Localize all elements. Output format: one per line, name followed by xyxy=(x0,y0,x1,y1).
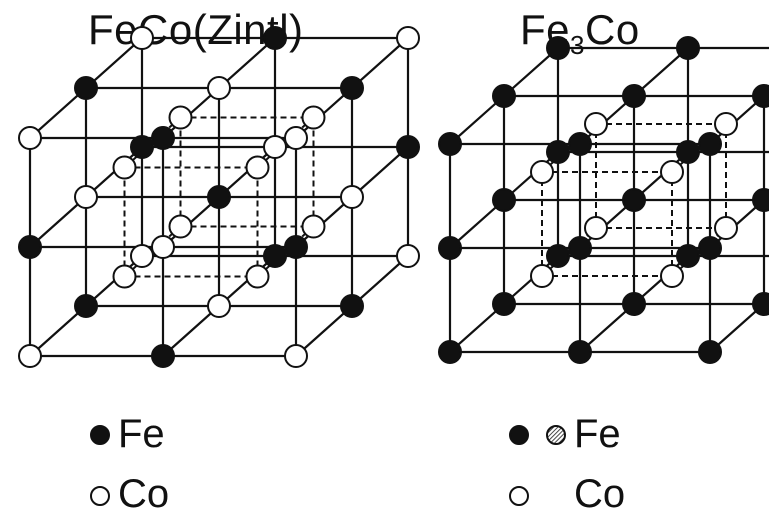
right-inner-cube-edge xyxy=(671,227,727,277)
right-co-atom xyxy=(714,216,738,240)
right-fe-atom xyxy=(492,188,516,212)
left-co-atom xyxy=(18,344,42,368)
left-co-atom xyxy=(396,244,420,268)
right-fe-atom xyxy=(568,340,592,364)
right-fe-atom xyxy=(492,292,516,316)
left-co-atom xyxy=(112,155,137,180)
lattice-left xyxy=(18,26,420,368)
legend-fe-hatched-icon xyxy=(546,425,566,445)
legend-left-fe-label: Fe xyxy=(118,412,165,456)
lattice-right xyxy=(438,36,769,364)
left-inner-cube-edge xyxy=(123,116,182,169)
right-co-atom xyxy=(660,264,684,288)
right-co-atom xyxy=(714,112,738,136)
left-fe-atom xyxy=(130,135,154,159)
right-fe-atom xyxy=(622,292,646,316)
legend-co-open-icon xyxy=(509,486,529,506)
right-fe-atom xyxy=(546,36,570,60)
right-fe-atom xyxy=(568,236,592,260)
right-fe-atom xyxy=(752,292,769,316)
right-fe-atom xyxy=(438,132,462,156)
left-fe-atom xyxy=(74,76,98,100)
legend-right-fe-label: Fe xyxy=(574,412,621,456)
right-fe-atom xyxy=(698,340,722,364)
left-fe-atom xyxy=(284,235,308,259)
right-co-atom xyxy=(530,160,554,184)
right-inner-cube-edge xyxy=(671,123,727,173)
left-co-atom xyxy=(74,185,98,209)
right-fe-atom xyxy=(568,132,592,156)
left-co-atom xyxy=(396,26,420,50)
right-inner-cube-edge xyxy=(541,227,597,277)
title-subscript: 3 xyxy=(570,30,585,60)
legend-fe-filled-icon xyxy=(509,425,529,445)
legend-markers xyxy=(90,425,566,506)
legend-co-open-icon xyxy=(90,486,110,506)
right-fe-atom xyxy=(752,188,769,212)
left-fe-atom xyxy=(74,294,98,318)
left-fe-atom xyxy=(151,126,175,150)
left-co-atom xyxy=(168,105,193,130)
left-fe-atom xyxy=(263,26,287,50)
right-co-atom xyxy=(584,112,608,136)
right-fe-atom xyxy=(622,188,646,212)
right-fe-atom xyxy=(546,140,570,164)
right-co-atom xyxy=(530,264,554,288)
left-co-atom xyxy=(263,135,287,159)
left-co-atom xyxy=(340,185,364,209)
right-co-atom xyxy=(584,216,608,240)
right-fe-atom xyxy=(676,244,700,268)
right-fe-atom xyxy=(438,340,462,364)
left-inner-cube-edge xyxy=(256,225,315,278)
left-fe-atom xyxy=(263,244,287,268)
right-inner-cube-edge xyxy=(541,123,597,173)
left-fe-atom xyxy=(207,185,231,209)
left-fe-atom xyxy=(340,76,364,100)
left-co-atom xyxy=(130,244,154,268)
right-co-atom xyxy=(660,160,684,184)
right-structure-title: Fe3Co xyxy=(520,6,640,60)
left-co-atom xyxy=(112,264,137,289)
left-fe-atom xyxy=(151,344,175,368)
legend-left-co-label: Co xyxy=(118,472,170,516)
legend-right-co-label: Co xyxy=(574,472,626,516)
right-fe-atom xyxy=(698,236,722,260)
left-inner-cube-edge xyxy=(256,116,315,169)
left-fe-atom xyxy=(18,235,42,259)
right-fe-atom xyxy=(492,84,516,108)
right-fe-atom xyxy=(676,140,700,164)
left-co-atom xyxy=(18,126,42,150)
left-co-atom xyxy=(207,294,231,318)
left-co-atom xyxy=(207,76,231,100)
right-fe-atom xyxy=(698,132,722,156)
left-co-atom xyxy=(301,214,326,239)
left-co-atom xyxy=(284,126,308,150)
title-co: Co xyxy=(584,6,640,53)
left-co-atom xyxy=(151,235,175,259)
left-co-atom xyxy=(130,26,154,50)
right-fe-atom xyxy=(676,36,700,60)
left-fe-atom xyxy=(340,294,364,318)
left-co-atom xyxy=(284,344,308,368)
left-co-atom xyxy=(301,105,326,130)
left-co-atom xyxy=(245,155,270,180)
right-fe-atom xyxy=(438,236,462,260)
left-inner-cube-edge xyxy=(123,225,182,278)
left-co-atom xyxy=(245,264,270,289)
left-fe-atom xyxy=(396,135,420,159)
legend-fe-filled-icon xyxy=(90,425,110,445)
right-fe-atom xyxy=(752,84,769,108)
right-fe-atom xyxy=(546,244,570,268)
left-co-atom xyxy=(168,214,193,239)
right-fe-atom xyxy=(622,84,646,108)
